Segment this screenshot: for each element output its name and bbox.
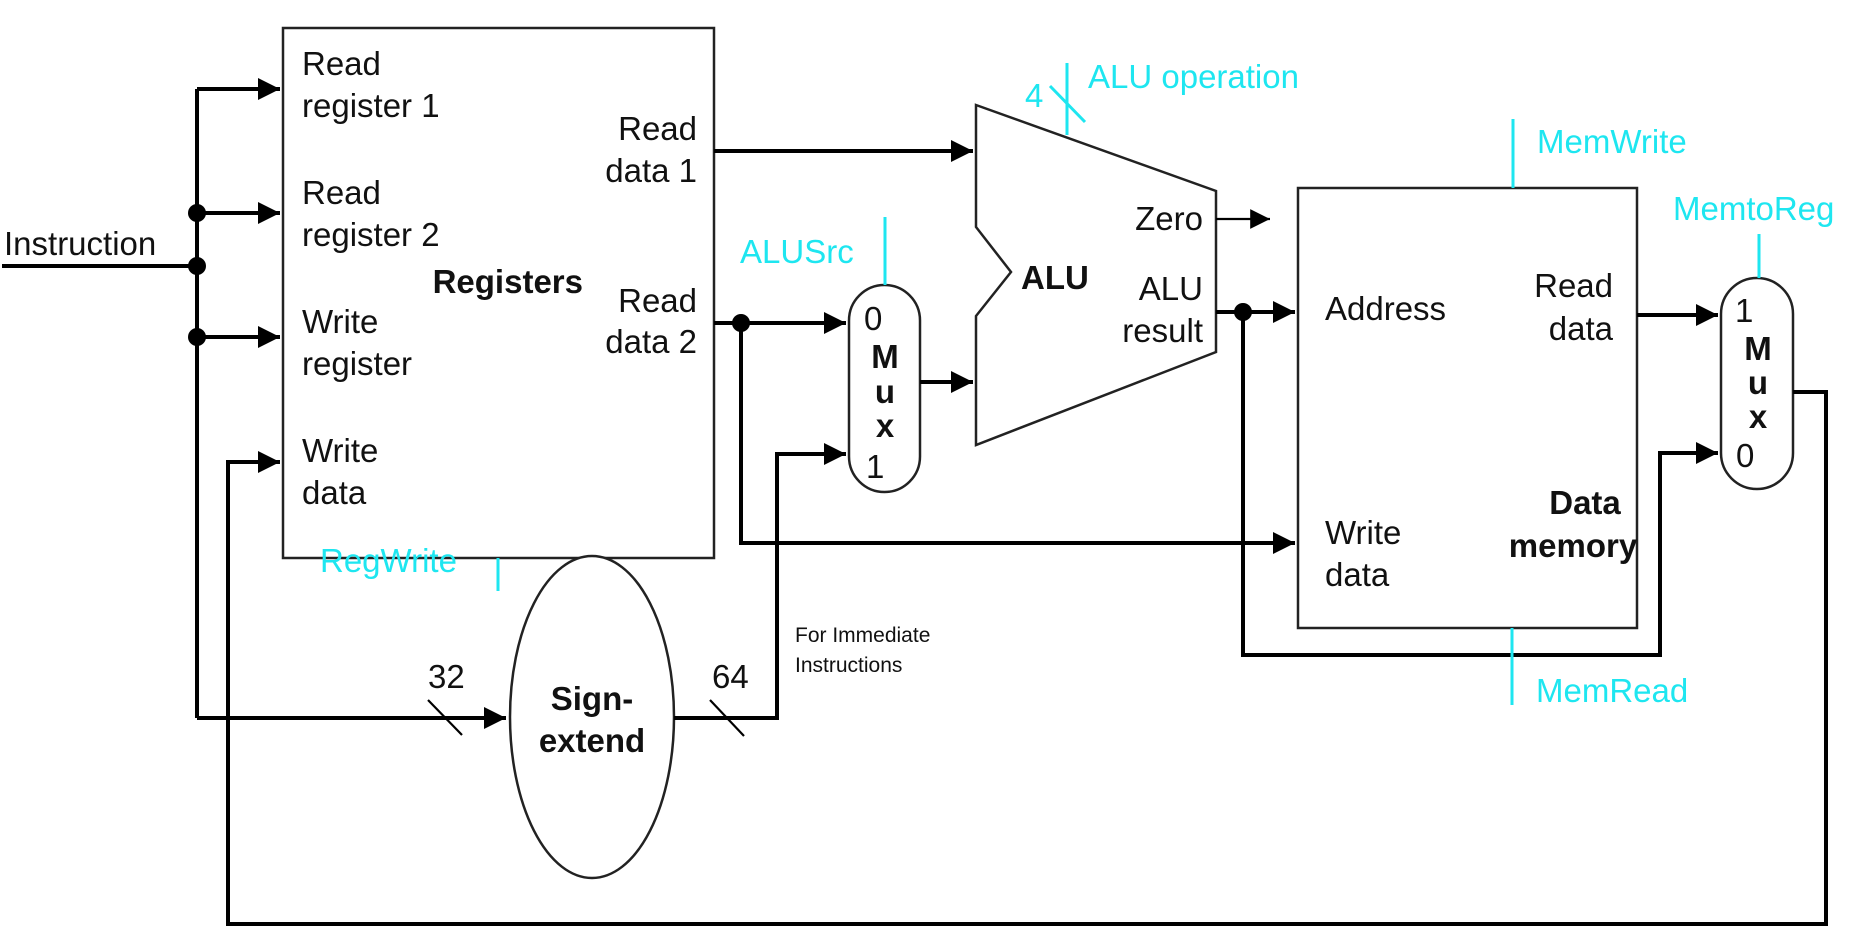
mux-letter-x: x bbox=[876, 407, 895, 444]
memread-label: MemRead bbox=[1536, 672, 1688, 709]
memtoreg-label: MemtoReg bbox=[1673, 190, 1834, 227]
write-data-label: Write bbox=[302, 432, 378, 469]
junction-dot bbox=[188, 257, 206, 275]
width-slash-32 bbox=[427, 699, 463, 736]
memtoreg-mux: 1 M u x 0 bbox=[1719, 276, 1795, 491]
instruction-label: Instruction bbox=[4, 225, 156, 262]
sign-extend-block: Sign- extend bbox=[508, 554, 676, 880]
alu-operation-width-slash bbox=[1048, 84, 1087, 124]
mux-letter-u: u bbox=[1748, 364, 1768, 401]
sign-extend-title-2: extend bbox=[539, 722, 645, 759]
input-width-label: 32 bbox=[428, 658, 465, 695]
junction-dot bbox=[188, 204, 206, 222]
alusrc-label: ALUSrc bbox=[740, 233, 854, 270]
instruction-bus: Instruction bbox=[2, 78, 506, 729]
regwrite-label: RegWrite bbox=[320, 542, 457, 579]
registers-block: Read register 1 Read register 2 Write re… bbox=[281, 26, 716, 560]
alu-result-label: ALU bbox=[1139, 270, 1203, 307]
read-register-1-label-2: register 1 bbox=[302, 87, 440, 124]
memory-read-data-label: Read bbox=[1534, 267, 1613, 304]
alu-operation-label: ALU operation bbox=[1088, 58, 1299, 95]
write-register-label: Write bbox=[302, 303, 378, 340]
memory-read-data-label-2: data bbox=[1549, 310, 1614, 347]
memtoreg-mux-input-1: 1 bbox=[1735, 292, 1753, 329]
alu-title: ALU bbox=[1021, 259, 1089, 296]
mux-letter-m: M bbox=[871, 338, 899, 375]
immediate-note-2: Instructions bbox=[795, 654, 902, 677]
alusrc-mux: 0 M u x 1 bbox=[847, 283, 922, 494]
mux-letter-u: u bbox=[875, 373, 895, 410]
read-data-2-label: Read bbox=[618, 282, 697, 319]
data-memory-box bbox=[1296, 186, 1639, 630]
memtoreg-mux-input-0: 0 bbox=[1736, 437, 1754, 474]
memory-write-data-label-2: data bbox=[1325, 556, 1390, 593]
alu-operation-width: 4 bbox=[1025, 77, 1043, 114]
alusrc-mux-input-1: 1 bbox=[866, 448, 884, 485]
sign-extend-title: Sign- bbox=[551, 680, 633, 717]
mux-letter-x: x bbox=[1749, 398, 1768, 435]
output-width-label: 64 bbox=[712, 658, 749, 695]
alu-result-label-2: result bbox=[1122, 312, 1203, 349]
read-register-1-label: Read bbox=[302, 45, 381, 82]
data-memory-title: Data bbox=[1549, 484, 1621, 521]
alu-body bbox=[974, 103, 1218, 447]
memtoreg-mux-body bbox=[1719, 276, 1795, 491]
alusrc-mux-input-0: 0 bbox=[864, 300, 882, 337]
mux-letter-m: M bbox=[1744, 330, 1772, 367]
width-slash-64 bbox=[709, 699, 745, 737]
alu-zero-label: Zero bbox=[1135, 200, 1203, 237]
alu-block: ALU Zero ALU result bbox=[974, 103, 1218, 447]
immediate-note: For Immediate bbox=[795, 624, 930, 647]
write-data-label-2: data bbox=[302, 474, 367, 511]
write-register-label-2: register bbox=[302, 345, 412, 382]
registers-box bbox=[281, 26, 716, 560]
memory-write-data-label: Write bbox=[1325, 514, 1401, 551]
address-label: Address bbox=[1325, 290, 1446, 327]
read-data-2-label-2: data 2 bbox=[605, 323, 697, 360]
wire-writeback-feedback bbox=[226, 390, 1828, 926]
wire-alu-result-bypass bbox=[1241, 312, 1718, 657]
junction-dot bbox=[188, 328, 206, 346]
read-register-2-label: Read bbox=[302, 174, 381, 211]
read-register-2-label-2: register 2 bbox=[302, 216, 440, 253]
registers-title: Registers bbox=[433, 263, 583, 300]
sign-extend-ellipse bbox=[508, 554, 676, 880]
data-memory-block: Address Read data Write data Data memory bbox=[1296, 186, 1639, 630]
data-memory-title-2: memory bbox=[1509, 527, 1638, 564]
memwrite-label: MemWrite bbox=[1537, 123, 1687, 160]
read-data-1-label: Read bbox=[618, 110, 697, 147]
wire-memory-write-data bbox=[739, 323, 1295, 554]
read-data-1-label-2: data 1 bbox=[605, 152, 697, 189]
